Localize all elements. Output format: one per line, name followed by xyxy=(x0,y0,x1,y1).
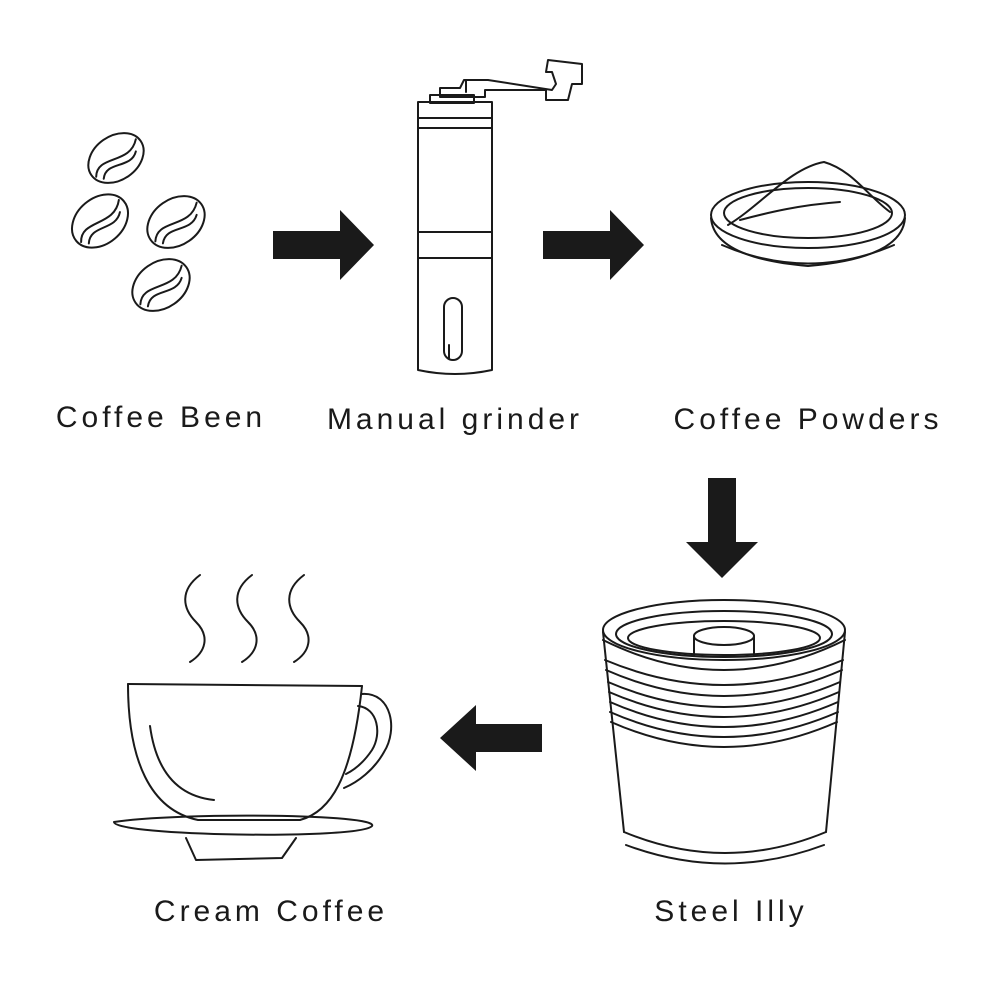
steel-capsule-icon xyxy=(602,599,846,865)
coffee-cup-icon xyxy=(113,574,393,861)
steam-icon xyxy=(288,574,310,663)
coffee-beans-icon xyxy=(71,132,206,312)
step-label-coffee-beans: Coffee Been xyxy=(55,401,267,434)
step-label-manual-grinder: Manual grinder xyxy=(326,403,584,436)
steam-icon xyxy=(236,574,258,663)
step-label-steel-illy: Steel Illy xyxy=(654,895,808,928)
manual-grinder-icon xyxy=(417,59,583,375)
arrow-right-icon xyxy=(543,210,644,280)
step-label-coffee-powders: Coffee Powders xyxy=(673,403,943,436)
step-label-cream-coffee: Cream Coffee xyxy=(153,895,389,928)
arrow-left-icon xyxy=(440,705,542,771)
powder-dish-icon xyxy=(710,161,906,267)
arrow-down-icon xyxy=(686,478,758,578)
arrow-right-icon xyxy=(273,210,374,280)
steam-icon xyxy=(184,574,206,663)
